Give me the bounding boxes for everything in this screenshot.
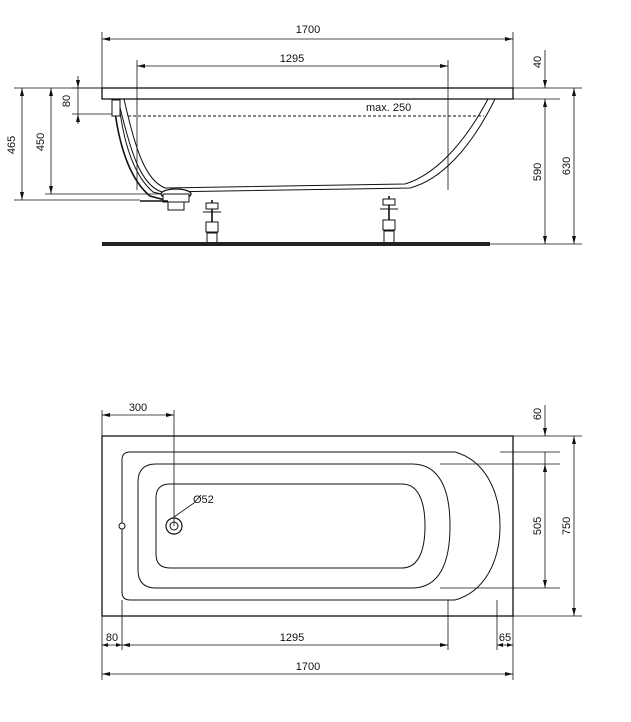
dim-height-465: 465: [6, 87, 140, 201]
dim-80-side: 80: [61, 95, 73, 107]
side-view: 1700 1295 max. 250: [6, 24, 582, 246]
dim-height-450: 450: [35, 88, 160, 195]
dim-65-plan: 65: [499, 632, 511, 644]
dim-overflow-80: 80: [61, 76, 112, 124]
overflow-mark-plan: [118, 522, 126, 530]
dim-rim-60: 60: [500, 405, 582, 453]
dim-40: 40: [532, 56, 544, 68]
waste-trap: [140, 188, 192, 211]
dim-630: 630: [561, 157, 573, 175]
dim-300: 300: [129, 402, 147, 414]
dim-rim-40: 40: [513, 50, 582, 100]
dim-1295-plan: 1295: [280, 632, 304, 644]
tub-inner-side: [123, 98, 489, 189]
dim-waste-diameter: Ø52: [193, 494, 214, 506]
tub-inner-rim-plan: [121, 451, 501, 601]
water-level-label: max. 250: [366, 102, 411, 114]
dim-60: 60: [532, 408, 544, 420]
dim-80-plan: 80: [106, 632, 118, 644]
floor-line: [102, 242, 490, 246]
tub-basin-plan: [137, 463, 451, 589]
overflow-pipe: [113, 103, 166, 201]
dim-465: 465: [6, 136, 18, 154]
dim-1700-side: 1700: [296, 24, 320, 36]
tub-outline-plan: [101, 435, 514, 617]
dim-505: 505: [532, 517, 544, 535]
tub-foot-left: [203, 200, 221, 244]
dim-overall-width-750: 750: [513, 436, 582, 617]
dim-inner-width-505: 505: [440, 452, 560, 589]
tub-bottom-plan: [155, 483, 426, 569]
dim-750: 750: [561, 517, 573, 535]
dim-1700-plan: 1700: [296, 661, 320, 673]
dim-height-630: 630: [561, 88, 576, 244]
dim-450: 450: [35, 133, 47, 151]
dim-1295-side: 1295: [280, 53, 304, 65]
plan-view: Ø52 300 60 505: [101, 402, 582, 680]
dim-bottom-row: 80 1295 65 1700: [101, 600, 514, 680]
tub-body-side: [117, 98, 496, 193]
overflow-fitting: [111, 99, 121, 117]
dim-590: 590: [532, 163, 544, 181]
tub-rim-side: [101, 87, 514, 100]
dim-inner-length-side: 1295: [136, 53, 449, 190]
dim-height-590: 590: [490, 99, 582, 245]
waste-drain-icon: [165, 502, 195, 535]
tub-foot-right: [380, 196, 398, 244]
dim-overall-length-side: 1700: [101, 24, 514, 88]
dim-waste-300: 300: [101, 402, 175, 526]
